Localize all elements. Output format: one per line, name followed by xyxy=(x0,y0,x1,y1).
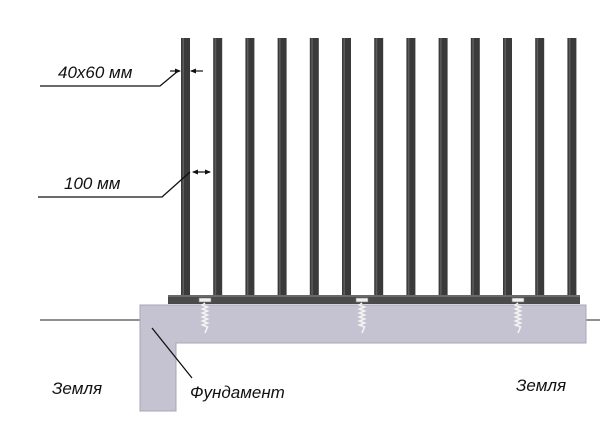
arrowhead-spacing-right xyxy=(205,169,211,175)
anchor-bolt-2 xyxy=(355,297,369,334)
picket-8 xyxy=(406,38,416,296)
picket-highlight-3 xyxy=(246,38,249,296)
picket-2 xyxy=(213,38,223,296)
picket-5 xyxy=(309,38,319,296)
label-spacing: 100 мм xyxy=(64,174,121,193)
picket-13 xyxy=(567,38,577,296)
arrowhead-post-right xyxy=(190,68,196,74)
screws-group xyxy=(198,297,525,334)
picket-highlight-6 xyxy=(343,38,345,296)
picket-highlight-7 xyxy=(375,38,378,296)
picket-highlight-11 xyxy=(504,38,506,296)
leader-spacing xyxy=(38,171,191,198)
label-foundation: Фундамент xyxy=(190,383,285,402)
pickets-group xyxy=(181,38,577,296)
picket-11 xyxy=(503,38,512,296)
picket-highlight-10 xyxy=(472,38,474,296)
picket-10 xyxy=(470,38,480,296)
picket-12 xyxy=(535,38,545,296)
picket-highlight-5 xyxy=(311,38,313,296)
picket-3 xyxy=(245,38,255,296)
picket-highlight-13 xyxy=(568,38,571,296)
picket-highlight-4 xyxy=(279,38,281,296)
picket-highlight-9 xyxy=(440,38,442,296)
leader-foundation xyxy=(151,327,193,379)
picket-highlight-2 xyxy=(214,38,217,296)
anchor-bolt-1 xyxy=(198,297,212,334)
arrowhead-spacing-left xyxy=(192,169,198,175)
picket-1 xyxy=(181,38,190,296)
anchor-bolt-3 xyxy=(511,297,525,334)
label-post-size: 40x60 мм xyxy=(58,63,133,82)
leader-post-size xyxy=(40,70,179,87)
arrowhead-post-left xyxy=(175,68,181,74)
picket-7 xyxy=(374,38,384,296)
picket-6 xyxy=(342,38,351,296)
foundation-block xyxy=(139,304,587,412)
annotations-group: 40x60 мм 100 мм Фундамент Земля Земля xyxy=(38,63,566,402)
picket-9 xyxy=(438,38,448,296)
bottom-rail-highlight xyxy=(168,295,580,297)
picket-highlight-1 xyxy=(182,38,184,296)
picket-highlight-8 xyxy=(407,38,410,296)
picket-4 xyxy=(277,38,287,296)
bottom-rail xyxy=(168,295,580,304)
picket-highlight-12 xyxy=(536,38,539,296)
foundation-group xyxy=(40,295,600,412)
label-ground-right: Земля xyxy=(516,376,566,395)
label-ground-left: Земля xyxy=(52,379,102,398)
